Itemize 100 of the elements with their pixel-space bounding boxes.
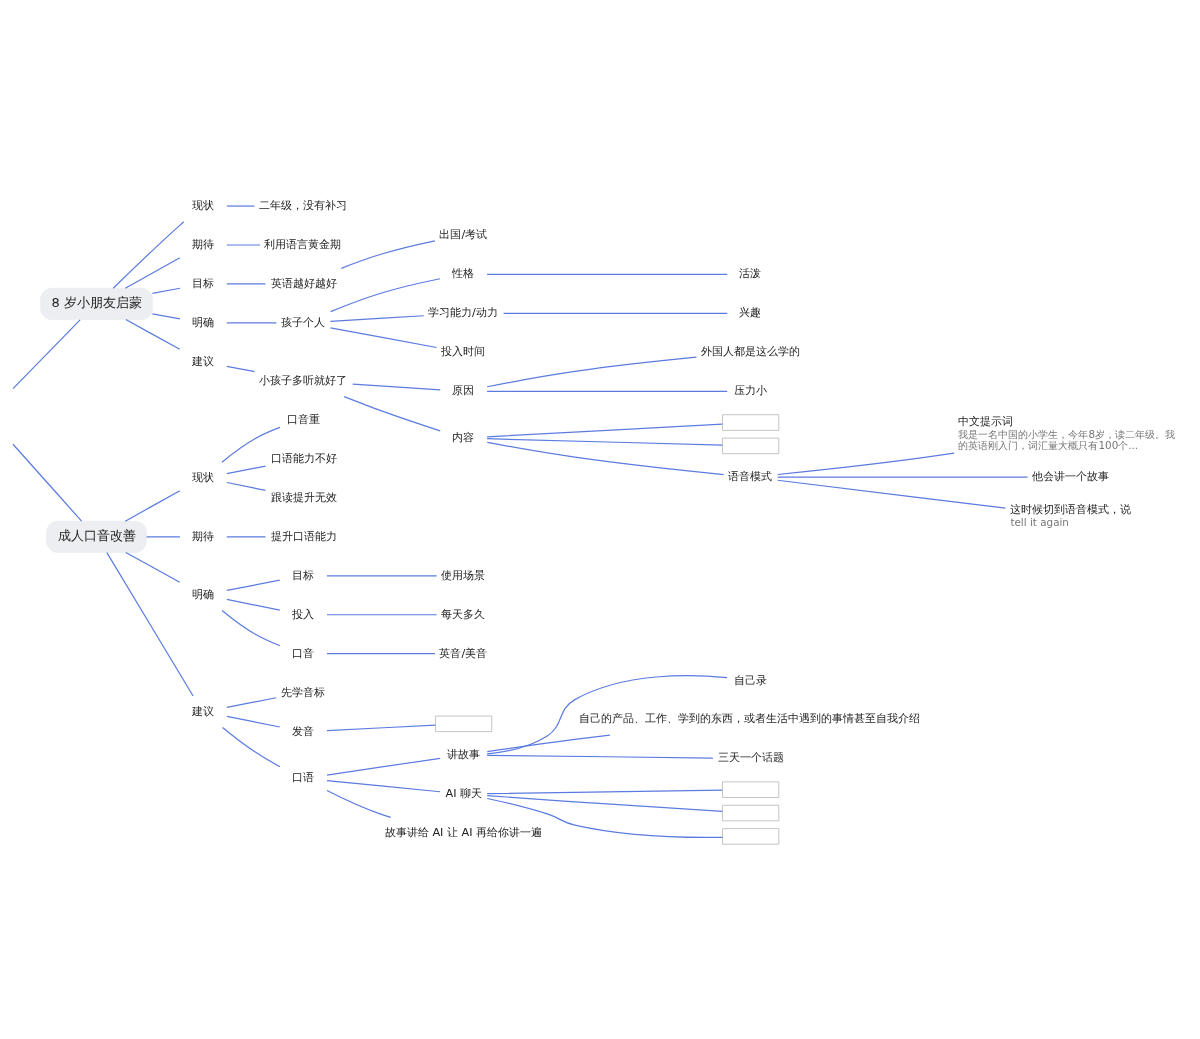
node-text: 压力小 [734, 384, 768, 398]
connector [12, 319, 81, 390]
node-text: 讲故事 [447, 747, 481, 761]
connector [326, 780, 441, 793]
connector [226, 481, 267, 491]
connector [340, 240, 436, 269]
node-text: 他会讲一个故事 [1032, 470, 1110, 484]
node-box [722, 781, 780, 798]
node-text: 现状 [192, 198, 215, 212]
connector [777, 476, 1029, 478]
connector [226, 697, 277, 708]
node-text: 外国人都是这么学的 [701, 345, 801, 359]
node-text: 口音 [292, 646, 315, 660]
node-text: 投入时间 [441, 345, 486, 359]
connector [226, 244, 261, 246]
connector [326, 575, 438, 577]
connector [226, 536, 267, 538]
connector [486, 273, 728, 276]
connector [326, 724, 436, 732]
node-text: 性格 [452, 267, 475, 281]
connector [329, 327, 438, 349]
node-text: 兴趣 [739, 306, 762, 320]
connector [221, 426, 281, 463]
connector [226, 322, 277, 324]
node-text: 孩子个人 [280, 315, 325, 329]
node-box: 8 岁小朋友启蒙 [40, 287, 153, 320]
node-text: 口语能力不好 [270, 451, 337, 465]
connector [226, 205, 256, 207]
node-text: AI 聊天 [445, 786, 483, 800]
node-text: 建议 [192, 704, 215, 718]
connector [326, 757, 441, 776]
connector [777, 479, 1007, 509]
node-text: 利用语言黄金期 [264, 237, 342, 251]
connector [486, 734, 611, 753]
node-text: 英语越好越好 [270, 276, 337, 290]
connector [326, 653, 436, 655]
connector [502, 312, 728, 315]
node-text: 现状 [192, 470, 215, 484]
connector [226, 579, 281, 592]
connector [486, 441, 725, 476]
connector [226, 283, 267, 285]
node-text: 期待 [192, 237, 215, 251]
node-text: 口语 [292, 771, 315, 785]
node-text: 二年级，没有补习 [259, 198, 348, 212]
node-box [722, 437, 780, 455]
connector [486, 423, 723, 438]
connector [326, 789, 392, 818]
connector [222, 726, 281, 768]
node-box [435, 715, 493, 733]
connector [145, 536, 181, 538]
connector [486, 675, 728, 755]
node-text: 先学音标 [280, 685, 325, 699]
node-text: 明确 [192, 587, 215, 601]
connector [151, 313, 181, 320]
node-text: 这时候切到语音模式，说 [1010, 502, 1132, 516]
connector [329, 315, 425, 322]
connector [125, 319, 181, 350]
connector [106, 552, 194, 697]
connector [486, 754, 714, 759]
node-text: 自己的产品、工作、学到的东西，或者生活中遇到的事情甚至自我介绍 [579, 712, 921, 726]
node-text: 跟读提升无效 [270, 490, 337, 504]
node-text: 原因 [452, 384, 475, 398]
connector [486, 789, 723, 795]
node-box: 成人口音改善 [46, 520, 147, 553]
connector [226, 715, 281, 728]
node-text: 使用场景 [441, 568, 486, 582]
connector [125, 551, 181, 583]
connector [343, 396, 441, 432]
connector [226, 365, 256, 373]
node-label: 我是一名中国的小学生，今年8岁，读二年级。我的英语刚入门，词汇量大概只有100个... [958, 427, 1176, 452]
connector [330, 278, 441, 313]
node-text: 中文提示词 [958, 414, 1014, 428]
connector [124, 490, 181, 522]
connector [486, 438, 723, 446]
node-text: 明确 [192, 315, 215, 329]
node-box [722, 804, 780, 822]
node-text: 目标 [192, 276, 215, 290]
connector [486, 356, 698, 388]
node-text: 活泼 [739, 267, 762, 281]
connector [486, 795, 723, 812]
node-text: 建议 [192, 354, 215, 368]
connector [352, 383, 441, 391]
connector [486, 390, 728, 392]
connector [112, 221, 185, 289]
node-text: 每天多久 [441, 607, 486, 621]
node-text: 语音模式 [728, 470, 773, 484]
connector [151, 287, 181, 295]
node-text: 小孩子多听就好了 [259, 373, 348, 387]
node-text: 出国/考试 [439, 228, 488, 242]
node-text: 期待 [192, 529, 215, 543]
connector [226, 598, 281, 611]
node-text: 内容 [452, 431, 475, 445]
node-box [722, 828, 780, 845]
node-text: 发音 [292, 724, 315, 738]
node-text: 目标 [292, 568, 315, 582]
node-text: 三天一个话题 [717, 751, 784, 765]
connector [777, 452, 955, 476]
connector [226, 465, 267, 475]
node-text: 自己录 [734, 673, 768, 687]
node-box [722, 414, 780, 431]
